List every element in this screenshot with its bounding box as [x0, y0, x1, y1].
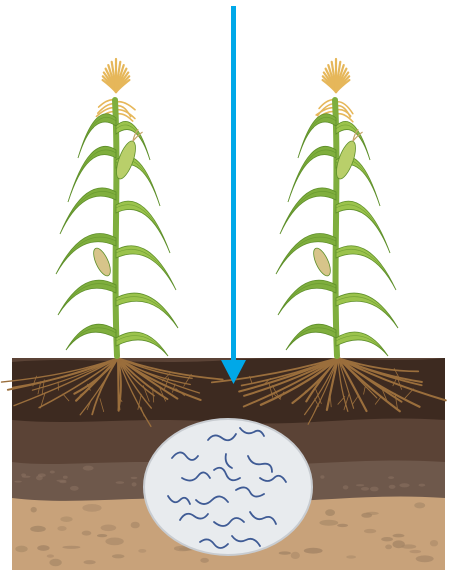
pebble [414, 502, 425, 508]
pebble [364, 529, 376, 533]
soil-speckle [63, 476, 68, 479]
pebble [101, 525, 117, 532]
root-strand [118, 358, 119, 411]
soil-speckle [56, 480, 66, 482]
leaf [60, 188, 116, 234]
leaf [116, 293, 178, 328]
pebble [138, 549, 146, 553]
pebble [409, 550, 421, 553]
pebble [82, 504, 101, 512]
pebble [62, 546, 80, 549]
pebble [60, 516, 72, 522]
pebble [200, 558, 209, 563]
soil-speckle [70, 486, 79, 491]
pebble [279, 551, 291, 554]
pebble [337, 524, 348, 527]
pebble [47, 554, 54, 557]
leaf [116, 332, 168, 356]
leaf [66, 324, 116, 350]
pebble [112, 554, 125, 558]
soil-speckle [370, 487, 379, 492]
pebble [385, 545, 392, 550]
pebble [346, 555, 356, 558]
pebble [131, 522, 140, 529]
ear-husk [90, 246, 114, 278]
corn-ear [90, 246, 114, 278]
soil-speckle [83, 466, 94, 471]
left-corn-plant [56, 59, 178, 356]
soil-speckle [343, 485, 349, 489]
pebble [381, 537, 393, 541]
right-corn-plant [276, 59, 398, 356]
soil-speckle [399, 483, 409, 487]
pebble [37, 545, 49, 551]
soil-speckle [389, 485, 396, 489]
soil-speckle [320, 475, 324, 478]
stalk [335, 100, 337, 356]
soil-speckle [131, 477, 138, 479]
soil-speckle [356, 484, 364, 486]
pebble [15, 546, 27, 553]
pebble [393, 540, 405, 548]
pebble [430, 540, 438, 546]
stalk [115, 100, 117, 356]
leaf [58, 280, 116, 315]
pebble [82, 531, 92, 536]
pebble [97, 534, 107, 537]
pebble [30, 526, 46, 532]
pebble [31, 507, 37, 513]
soil-speckle [116, 481, 125, 484]
ear-husk [310, 246, 334, 278]
pebble [57, 526, 66, 531]
soil-speckle [132, 482, 137, 486]
leaf [336, 332, 388, 356]
pebble [416, 555, 434, 562]
pebble [291, 552, 300, 559]
corn-ear [310, 246, 334, 278]
leaf [278, 280, 336, 315]
soil-speckle [361, 487, 369, 491]
soil-speckle [14, 481, 22, 483]
arrow-shaft [231, 6, 236, 362]
soil-speckle [419, 484, 426, 487]
pebble [105, 538, 123, 546]
corn-plants [56, 59, 398, 356]
soil-speckle [38, 473, 46, 477]
soil-speckle [50, 471, 55, 474]
leaf [116, 246, 176, 290]
leaf [280, 188, 336, 234]
leaf [286, 324, 336, 350]
leaf [336, 246, 396, 290]
soil-speckle [388, 476, 394, 479]
pebble [361, 513, 372, 518]
nematode-inset [144, 419, 312, 555]
pebble [393, 534, 405, 538]
pebble [49, 559, 61, 566]
pebble [325, 509, 335, 516]
pebble [84, 560, 96, 564]
down-arrow-icon [221, 6, 246, 384]
leaf [336, 201, 390, 253]
pebble [304, 548, 323, 554]
leaf [116, 201, 170, 253]
soil-speckle [21, 473, 26, 476]
leaf [336, 293, 398, 328]
pebble [319, 520, 338, 526]
